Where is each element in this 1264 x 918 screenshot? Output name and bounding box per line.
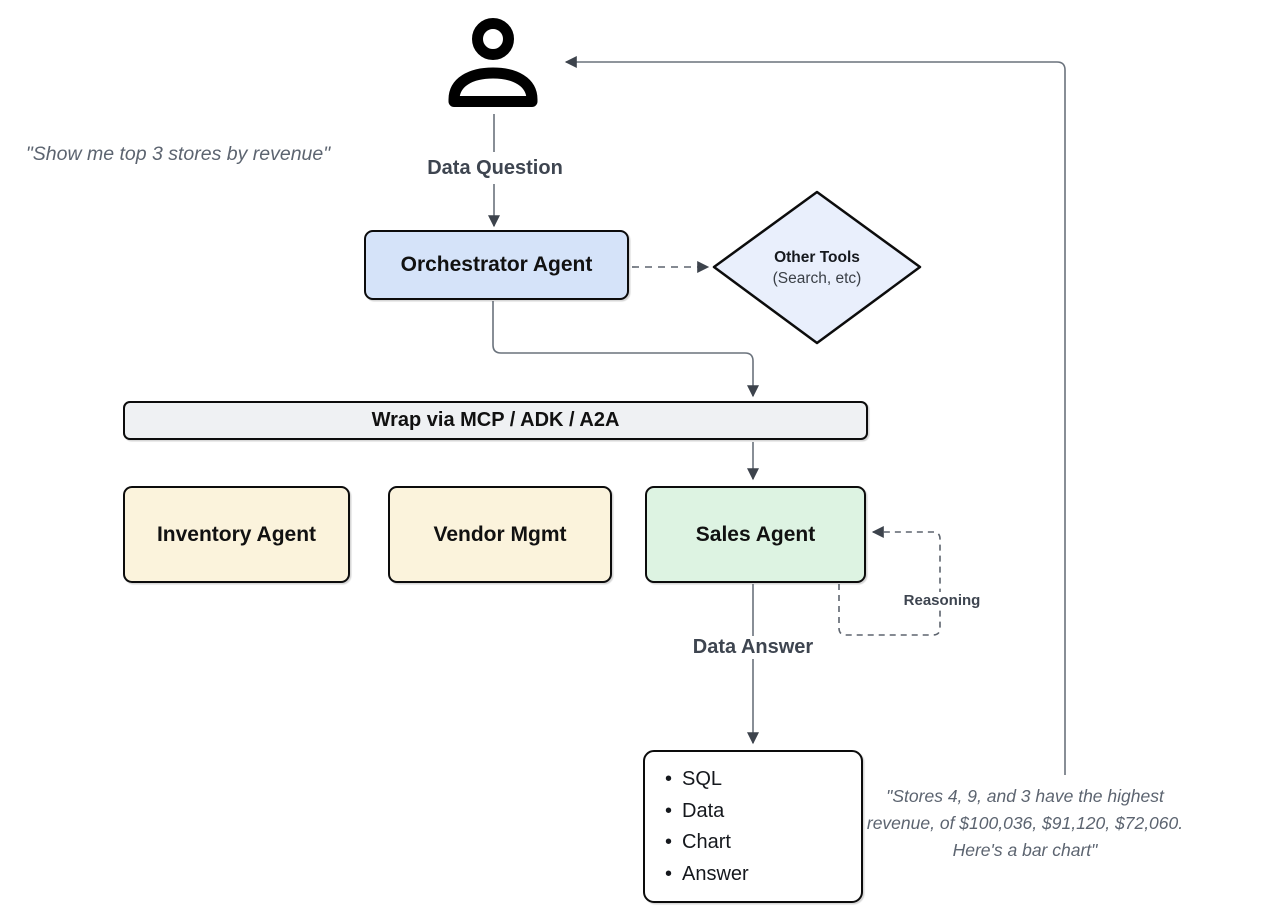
data-question-label: Data Question <box>423 157 567 180</box>
answer-quote-line1: "Stores 4, 9, and 3 have the highest <box>886 786 1164 806</box>
answer-quote-line2: revenue, of $100,036, $91,120, $72,060. <box>866 813 1184 833</box>
sales-agent-node: Sales Agent <box>645 486 866 583</box>
connector-answer-to-user <box>564 56 1066 775</box>
output-box: SQL Data Chart Answer <box>643 750 863 903</box>
answer-quote-line3: Here's a bar chart" <box>952 840 1098 860</box>
vendor-mgmt-node: Vendor Mgmt <box>388 486 612 583</box>
output-item-answer: Answer <box>665 859 749 891</box>
connector-orchestrator-to-wrapbar <box>492 301 759 398</box>
output-list: SQL Data Chart Answer <box>645 752 749 890</box>
connector-reasoning-loop <box>838 526 941 636</box>
output-item-data: Data <box>665 796 749 828</box>
user-icon <box>448 18 538 107</box>
inventory-agent-node: Inventory Agent <box>123 486 350 583</box>
output-item-chart: Chart <box>665 827 749 859</box>
output-item-sql: SQL <box>665 764 749 796</box>
other-tools-subtitle: (Search, etc) <box>772 270 862 287</box>
other-tools-title: Other Tools <box>774 249 860 266</box>
data-answer-label: Data Answer <box>688 636 818 659</box>
reasoning-label: Reasoning <box>899 592 985 609</box>
other-tools-label: Other Tools (Search, etc) <box>737 241 897 295</box>
user-question-quote: "Show me top 3 stores by revenue" <box>25 143 331 165</box>
wrap-mcp-adk-a2a-bar: Wrap via MCP / ADK / A2A <box>123 401 868 440</box>
orchestrator-agent-node: Orchestrator Agent <box>364 230 629 300</box>
answer-quote: "Stores 4, 9, and 3 have the highest rev… <box>867 783 1183 864</box>
other-tools-diamond <box>712 190 922 345</box>
